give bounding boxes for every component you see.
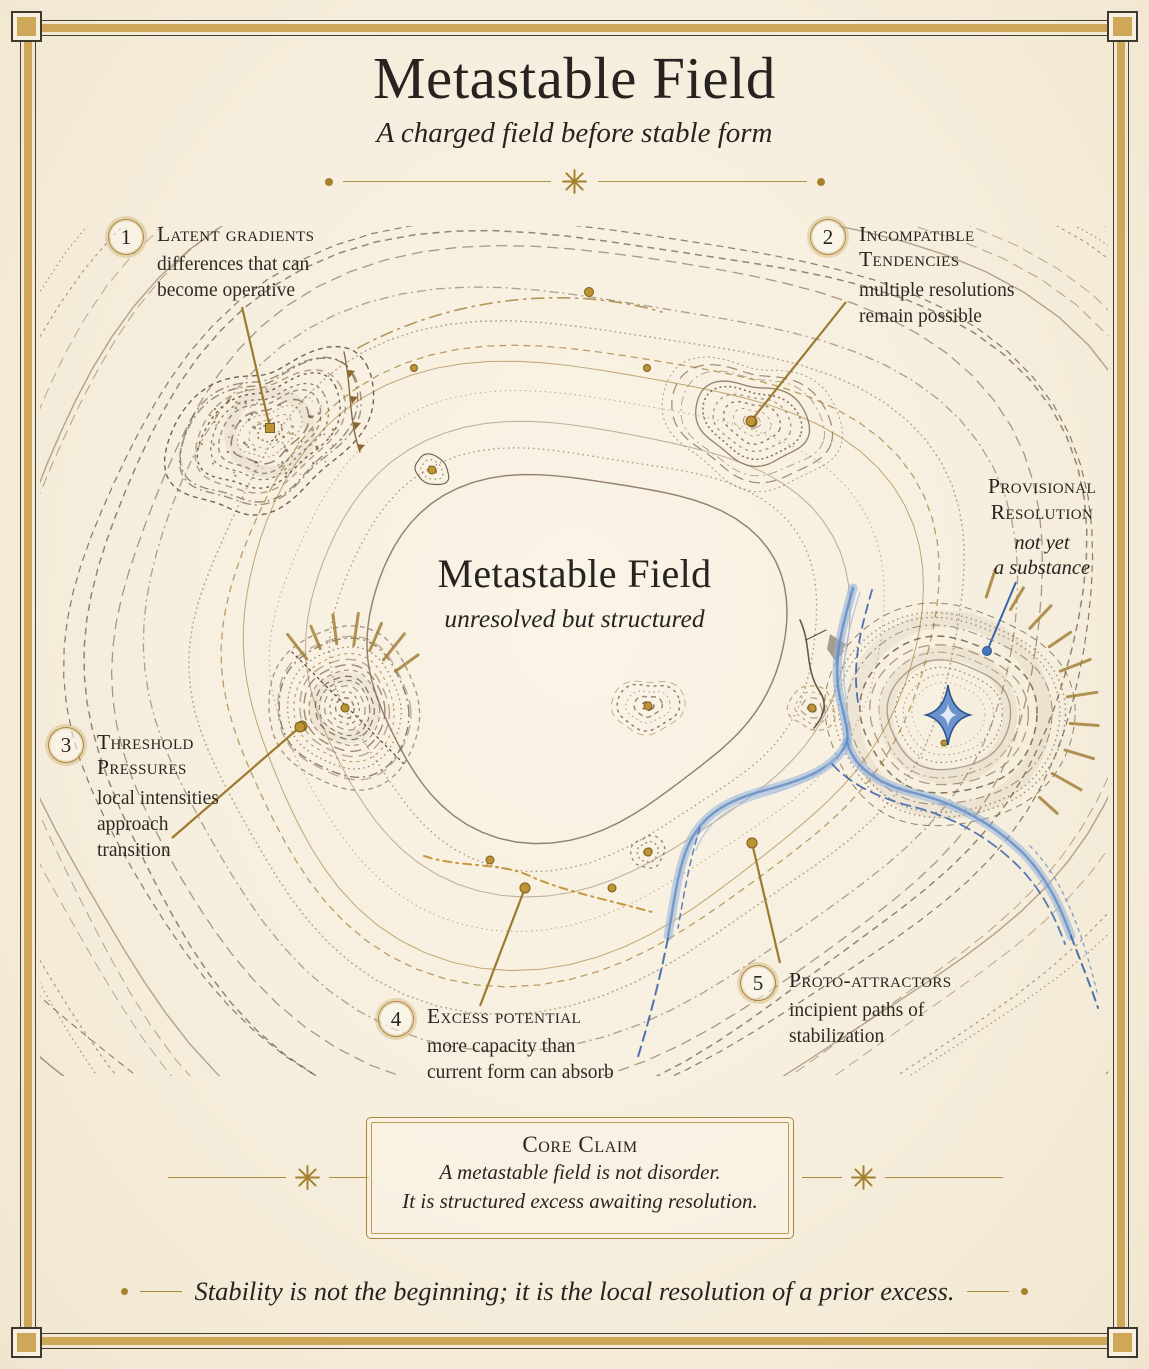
annotation-3-body: local intensities approach transition	[97, 787, 219, 861]
core-claim-inner-frame: Core Claim A metastable field is not dis…	[371, 1122, 789, 1234]
annotation-5: 5 Proto-attractors incipient paths of st…	[740, 965, 1009, 1050]
divider-dot	[816, 177, 825, 186]
page-title: Metastable Field	[373, 45, 776, 111]
annotation-2-number-badge: 2	[810, 219, 846, 255]
side-label-note-line2: a substance	[993, 557, 1091, 580]
annotation-4: 4 Excess potential more capacity than cu…	[378, 1001, 647, 1086]
annotation-3: 3 Threshold Pressures local intensities …	[48, 727, 232, 863]
annotation-1-heading: Latent gradients	[157, 222, 315, 246]
annotation-3-number: 3	[60, 732, 72, 757]
annotation-1-body: differences that can become operative	[157, 254, 310, 302]
side-label-note-line1: not yet	[1014, 531, 1070, 554]
annotation-5-number: 5	[752, 970, 764, 995]
ornament-line	[885, 1177, 1003, 1178]
annotation-3-heading: Threshold Pressures	[97, 730, 194, 780]
ornament-line	[329, 1177, 369, 1178]
ornament-dot	[1020, 1288, 1028, 1295]
divider-dot	[324, 177, 333, 186]
center-field-label: Metastable Field unresolved but structur…	[0, 550, 1149, 634]
core-claim-line1: A metastable field is not disorder.	[439, 1160, 721, 1184]
page-subtitle: A charged field before stable form	[376, 117, 773, 149]
core-claim-left-ornament	[168, 1164, 369, 1191]
annotation-1-number: 1	[120, 224, 132, 249]
core-claim-box: Core Claim A metastable field is not dis…	[366, 1117, 794, 1239]
ornament-line	[966, 1291, 1009, 1292]
annotation-4-number-badge: 4	[378, 1001, 414, 1037]
eight-spoke-star-icon	[851, 1165, 876, 1190]
footer-quote: Stability is not the beginning; it is th…	[194, 1276, 955, 1306]
side-label-provisional-resolution: Provisional Resolution not yet a substan…	[957, 474, 1127, 582]
annotation-2-heading: Incompatible Tendencies	[859, 222, 975, 272]
core-claim-right-ornament	[802, 1164, 1003, 1191]
annotation-1-number-badge: 1	[108, 219, 144, 255]
annotation-2-body: multiple resolutions remain possible	[859, 279, 1015, 327]
annotation-1: 1 Latent gradients differences that can …	[108, 219, 357, 304]
eight-spoke-star-icon	[562, 169, 587, 194]
divider-line	[342, 181, 551, 182]
annotation-4-heading: Excess potential	[427, 1004, 582, 1028]
eight-spoke-star-icon	[295, 1165, 320, 1190]
center-field-title: Metastable Field	[437, 551, 712, 596]
annotation-5-body: incipient paths of stabilization	[789, 1000, 925, 1048]
side-label-heading: Provisional Resolution	[987, 474, 1097, 524]
ornament-line	[168, 1177, 286, 1178]
core-claim-line2: It is structured excess awaiting resolut…	[402, 1188, 758, 1213]
footer-quote-row: Stability is not the beginning; it is th…	[0, 1276, 1149, 1307]
annotation-2: 2 Incompatible Tendencies multiple resol…	[810, 219, 1037, 330]
annotation-2-number: 2	[822, 224, 834, 249]
divider-line	[598, 181, 807, 182]
annotation-5-heading: Proto-attractors	[789, 968, 952, 992]
annotation-4-number: 4	[390, 1006, 402, 1031]
ornament-line	[802, 1177, 842, 1178]
annotation-3-number-badge: 3	[48, 727, 84, 763]
ornament-line	[140, 1291, 183, 1292]
center-field-subtitle: unresolved but structured	[444, 604, 705, 633]
annotation-5-number-badge: 5	[740, 965, 776, 1001]
side-label-note: not yet a substance	[957, 531, 1127, 582]
ornament-dot	[121, 1288, 129, 1295]
annotation-4-body: more capacity than current form can abso…	[427, 1036, 614, 1084]
core-claim-heading: Core Claim	[522, 1132, 638, 1157]
title-divider	[324, 168, 825, 195]
